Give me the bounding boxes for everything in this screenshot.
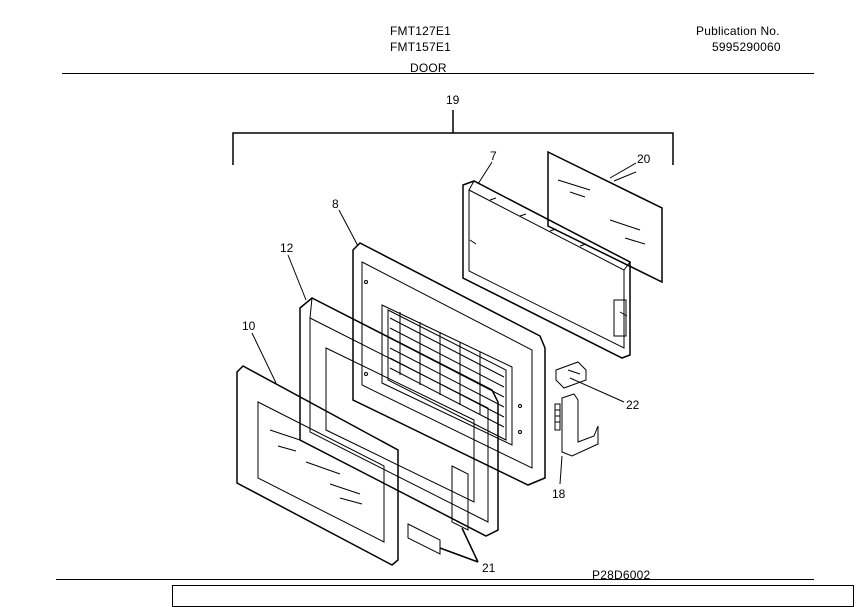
section-title: DOOR <box>410 61 447 75</box>
part-latch <box>555 361 587 389</box>
callout-20: 20 <box>637 152 651 166</box>
publication-number: 5995290060 <box>712 40 781 54</box>
header-rule <box>62 73 814 74</box>
footer-rule <box>56 579 814 580</box>
publication-label: Publication No. <box>696 24 780 38</box>
part-clips <box>407 465 479 563</box>
callout-7: 7 <box>490 149 497 163</box>
callout-8: 8 <box>332 197 339 211</box>
callout-10: 10 <box>242 319 256 333</box>
part-choke-frame <box>462 180 631 359</box>
part-door-frame <box>352 242 546 486</box>
drawing-code: P28D6002 <box>592 568 651 582</box>
exploded-door-diagram: 19 7 20 8 12 10 22 18 21 <box>232 93 674 575</box>
part-door-panel <box>299 297 499 537</box>
callout-12: 12 <box>280 241 294 255</box>
part-hinge <box>554 393 599 457</box>
callout-18: 18 <box>552 487 566 501</box>
assembly-bracket <box>232 110 674 165</box>
footer-frame <box>172 585 854 607</box>
callout-21: 21 <box>482 561 496 575</box>
leader-lines <box>251 161 637 485</box>
part-front-glass <box>236 365 399 566</box>
callout-22: 22 <box>626 398 640 412</box>
model-number-2: FMT157E1 <box>390 40 451 54</box>
model-number-1: FMT127E1 <box>390 24 451 38</box>
callout-19: 19 <box>446 93 460 107</box>
part-glass-back <box>547 150 663 284</box>
